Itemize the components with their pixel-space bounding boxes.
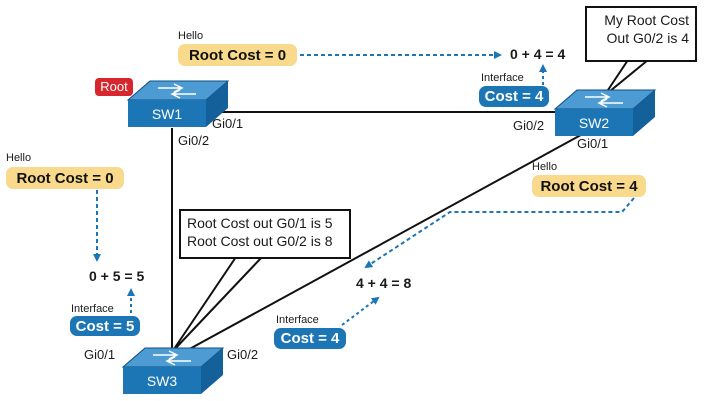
hello-caption-left: Hello — [6, 152, 32, 164]
sum-sw3-right: 4 + 4 = 8 — [356, 275, 412, 291]
interface-cost-sw3-left: Cost = 5 — [70, 316, 140, 336]
hello-caption-top: Hello — [178, 30, 204, 42]
sw3-port-gi0-2: Gi0/2 — [227, 347, 259, 362]
callout-sw3-line1: Root Cost out G0/1 is 5 — [187, 215, 333, 231]
sw3-port-gi0-1: Gi0/1 — [84, 347, 116, 362]
hello-root-cost-top: Root Cost = 0 — [178, 44, 297, 66]
callout-sw3: Root Cost out G0/1 is 5 Root Cost out G0… — [179, 209, 351, 259]
sw1-port-gi0-1: Gi0/1 — [212, 116, 244, 131]
link-sw2-sw3 — [183, 129, 591, 353]
root-badge: Root — [95, 78, 133, 96]
callout-sw2-line1: My Root Cost — [604, 12, 689, 28]
interface-cost-sw2: Cost = 4 — [479, 86, 549, 107]
hello-root-cost-left: Root Cost = 0 — [6, 167, 124, 189]
sw2-label: SW2 — [578, 115, 610, 131]
callout-sw2: My Root Cost Out G0/2 is 4 — [585, 6, 697, 62]
switch-sw2[interactable] — [553, 89, 657, 136]
interface-caption-sw3-right: Interface — [276, 314, 319, 326]
hello-caption-right: Hello — [532, 161, 558, 173]
hello-root-cost-right: Root Cost = 4 — [532, 175, 646, 197]
interface-caption-sw2: Interface — [481, 72, 524, 84]
sum-sw2: 0 + 4 = 4 — [510, 46, 566, 62]
interface-caption-sw3-left: Interface — [71, 303, 114, 315]
sw2-port-gi0-2: Gi0/2 — [513, 118, 545, 133]
switch-sw3[interactable] — [121, 347, 225, 394]
callout-sw2-line2: Out G0/2 is 4 — [606, 30, 689, 46]
interface-cost-sw3-right: Cost = 4 — [274, 328, 346, 349]
interface-arrow-sw3-right — [341, 296, 380, 326]
callout-sw3-line2: Root Cost out G0/2 is 8 — [187, 233, 333, 249]
sum-sw3-left: 0 + 5 = 5 — [89, 268, 145, 284]
sw3-label: SW3 — [146, 373, 178, 389]
sw1-port-gi0-2: Gi0/2 — [178, 133, 210, 148]
callout-sw3-pointer — [171, 256, 265, 353]
sw2-port-gi0-1: Gi0/1 — [577, 136, 609, 151]
sw1-label: SW1 — [151, 106, 183, 122]
hello-arrow-right — [364, 197, 635, 269]
switch-sw1[interactable] — [126, 80, 230, 127]
